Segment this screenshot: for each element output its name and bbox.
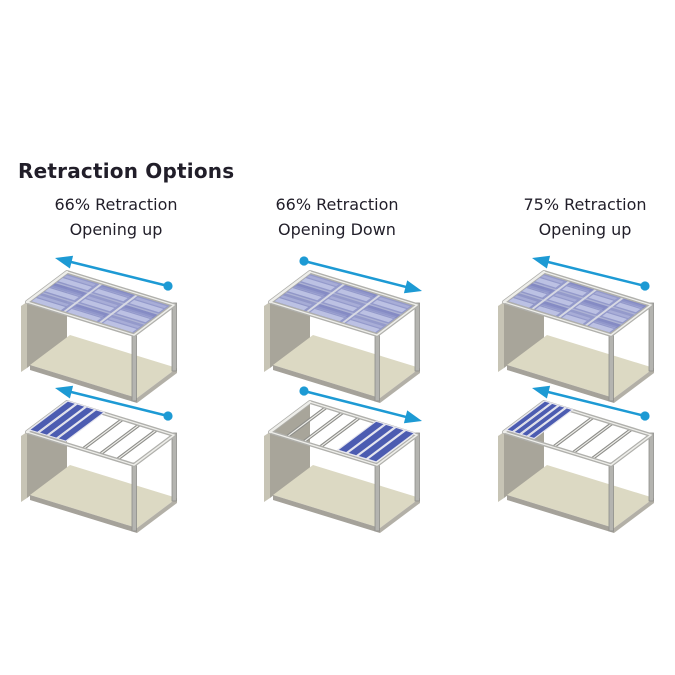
- retraction-direction-arrow: [532, 385, 650, 421]
- retraction-direction-arrow: [299, 386, 422, 424]
- figure-75-up-retracted: [482, 382, 675, 533]
- column-header-66-up: 66% Retraction Opening up: [16, 192, 216, 242]
- pergola-75-up-retracted: [498, 385, 654, 533]
- glass-roof-retracted: [268, 400, 419, 467]
- column-header-75-up: 75% Retraction Opening up: [485, 192, 675, 242]
- page-title: Retraction Options: [18, 159, 235, 183]
- glass-roof-closed: [268, 270, 419, 337]
- opening-direction-label: Opening up: [538, 220, 632, 239]
- pergola-66-up-closed: [21, 255, 177, 403]
- pergola-75-up-closed: [498, 255, 654, 403]
- retraction-direction-arrow: [299, 256, 422, 294]
- figure-75-up-closed: [482, 252, 675, 403]
- retraction-percent-label: 66% Retraction: [275, 195, 399, 214]
- figure-66-down-closed: [248, 252, 458, 403]
- column-header-66-down: 66% Retraction Opening Down: [237, 192, 437, 242]
- opening-direction-label: Opening Down: [278, 220, 396, 239]
- pergola-structure: [264, 402, 420, 533]
- glass-roof-retracted: [502, 400, 653, 467]
- figure-66-down-retracted: [248, 382, 458, 533]
- opening-direction-label: Opening up: [69, 220, 163, 239]
- pergola-66-up-retracted: [21, 385, 177, 533]
- retraction-percent-label: 66% Retraction: [54, 195, 178, 214]
- retraction-direction-arrow: [532, 255, 650, 291]
- retraction-direction-arrow: [55, 255, 173, 291]
- glass-roof-retracted: [25, 400, 176, 467]
- pergola-66-down-closed: [264, 256, 422, 403]
- retraction-direction-arrow: [55, 385, 173, 421]
- glass-roof-closed: [25, 270, 176, 337]
- figure-66-up-retracted: [5, 382, 215, 533]
- retraction-percent-label: 75% Retraction: [523, 195, 647, 214]
- pergola-66-down-retracted: [264, 386, 422, 533]
- figure-66-up-closed: [5, 252, 215, 403]
- glass-roof-closed: [502, 270, 653, 337]
